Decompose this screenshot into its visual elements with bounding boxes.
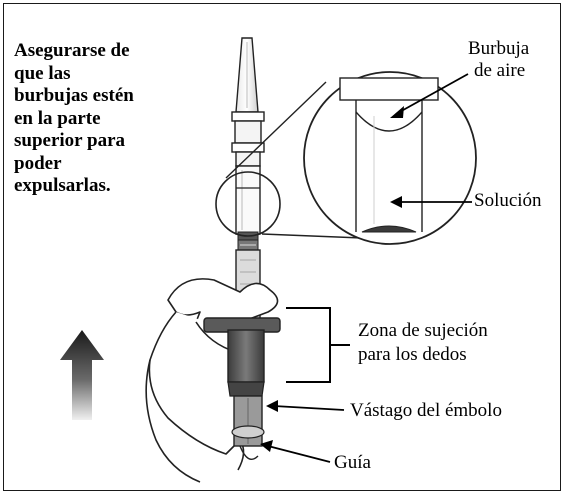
instruction-line: en la parte: [14, 107, 101, 129]
needle-cap: [231, 37, 265, 167]
instruction-text: Asegurarse de que las burbujas estén en …: [14, 40, 184, 198]
guide-label: Guía: [334, 452, 371, 473]
solution-arrow: [390, 196, 472, 208]
finger-grip-label-line2: para los dedos: [358, 344, 467, 365]
instruction-line: superior para: [14, 130, 126, 151]
plunger-rod-label: Vástago del émbolo: [350, 400, 502, 421]
figure-frame: [3, 3, 561, 491]
plunger-rod: [231, 395, 265, 460]
solution-label: Solución: [474, 190, 542, 211]
instruction-line: expulsarlas.: [14, 175, 111, 196]
guide-arrow: [260, 440, 331, 463]
magnify-source-circle: [215, 171, 281, 237]
instruction-line: burbujas estén: [14, 85, 134, 106]
plunger-rod-arrow: [266, 400, 345, 412]
finger-grip-bracket: [286, 307, 350, 383]
air-bubble-arrow: [390, 73, 469, 118]
finger-grip-label-line1: Zona de sujeción: [358, 320, 488, 341]
magnified-view-circle: [303, 71, 477, 245]
air-bubble-label-line1: Burbuja: [468, 38, 530, 59]
finger-grip: [203, 317, 281, 397]
up-arrow-icon: [60, 330, 104, 420]
instruction-line: que las: [14, 62, 71, 84]
instruction-line: poder: [14, 152, 62, 174]
magnify-connector: [225, 81, 363, 239]
hand-illustration: [145, 278, 279, 483]
air-bubble-label-line2: de aire: [474, 60, 526, 81]
instruction-line: Asegurarse de: [14, 40, 130, 61]
